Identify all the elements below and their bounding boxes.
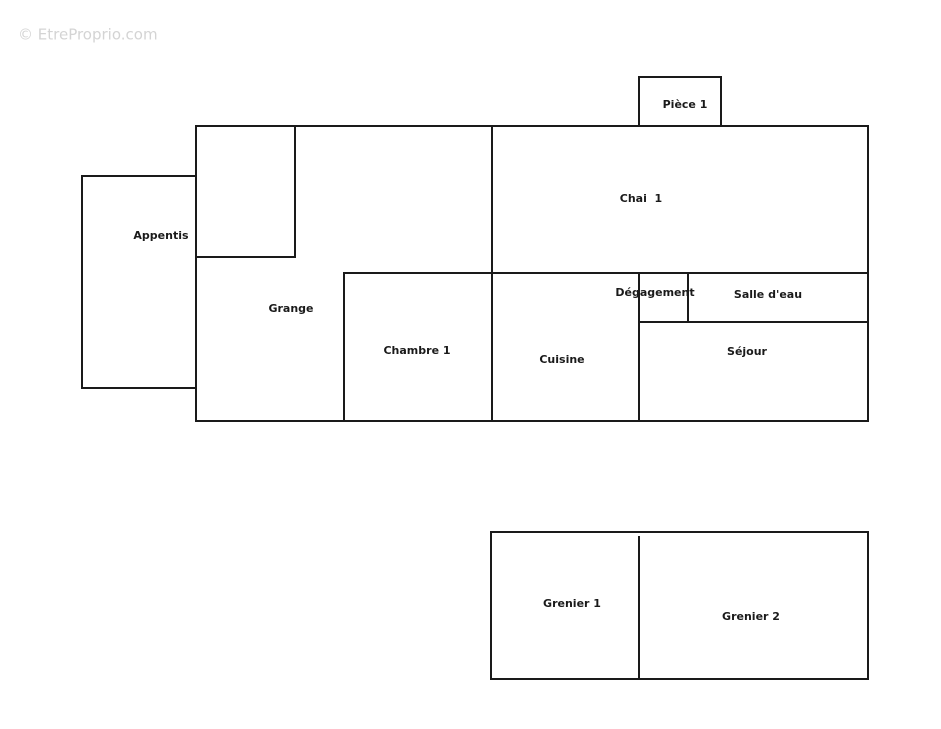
room-label-grenier1: Grenier 1	[543, 597, 601, 610]
room-label-appentis: Appentis	[133, 229, 189, 242]
chambre-wall	[343, 272, 493, 422]
room-label-grange: Grange	[268, 302, 313, 315]
room-label-chambre1: Chambre 1	[383, 344, 450, 357]
room-label-cuisine: Cuisine	[539, 353, 584, 366]
room-label-sejour: Séjour	[727, 345, 768, 358]
watermark-text: © EtreProprio.com	[18, 26, 158, 44]
room-label-chai1: Chai 1	[620, 192, 662, 205]
room-label-degagement: Dégagement	[615, 286, 694, 299]
room-labels: Pièce 1 Chai 1 Appentis Grange Chambre 1…	[133, 98, 802, 623]
grange-inner-wall	[195, 125, 296, 258]
attic-outer-wall	[490, 531, 869, 680]
room-label-piece1: Pièce 1	[663, 98, 708, 111]
attic-building	[490, 531, 869, 680]
room-label-grenier2: Grenier 2	[722, 610, 780, 623]
appentis-walls	[81, 125, 197, 389]
main-building	[81, 76, 869, 422]
room-label-salle-eau: Salle d'eau	[734, 288, 802, 301]
piece1-walls	[638, 76, 722, 127]
